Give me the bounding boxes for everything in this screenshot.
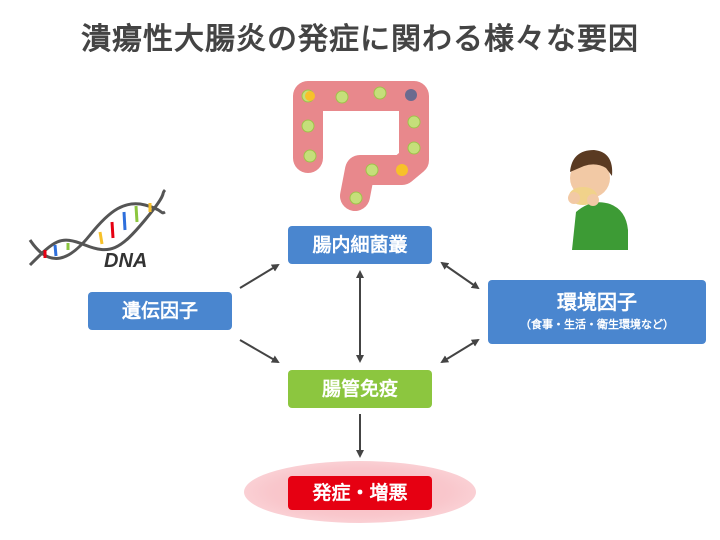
node-onset-exacerbation: 発症・増悪 [288,476,432,510]
eating-person-icon [568,150,628,250]
dna-icon [28,188,167,267]
page-title: 潰瘍性大腸炎の発症に関わる様々な要因 [81,22,639,57]
arrow-flora-environment [440,261,480,290]
node-intestinal-immunity: 腸管免疫 [288,370,432,408]
arrow-environment-immunity [440,338,480,364]
environmental-factors-label: 環境因子 [557,290,637,314]
node-gut-flora: 腸内細菌叢 [288,226,432,264]
node-genetic-factors: 遺伝因子 [88,292,232,330]
arrow-genetic-to-immunity [239,339,280,364]
intestine-icon [293,81,429,211]
arrow-genetic-to-flora [239,263,280,289]
dna-label: DNA [104,250,148,272]
environmental-factors-detail: （食事・生活・衛生環境など） [520,318,674,331]
node-environmental-factors: 環境因子 （食事・生活・衛生環境など） [488,280,706,344]
